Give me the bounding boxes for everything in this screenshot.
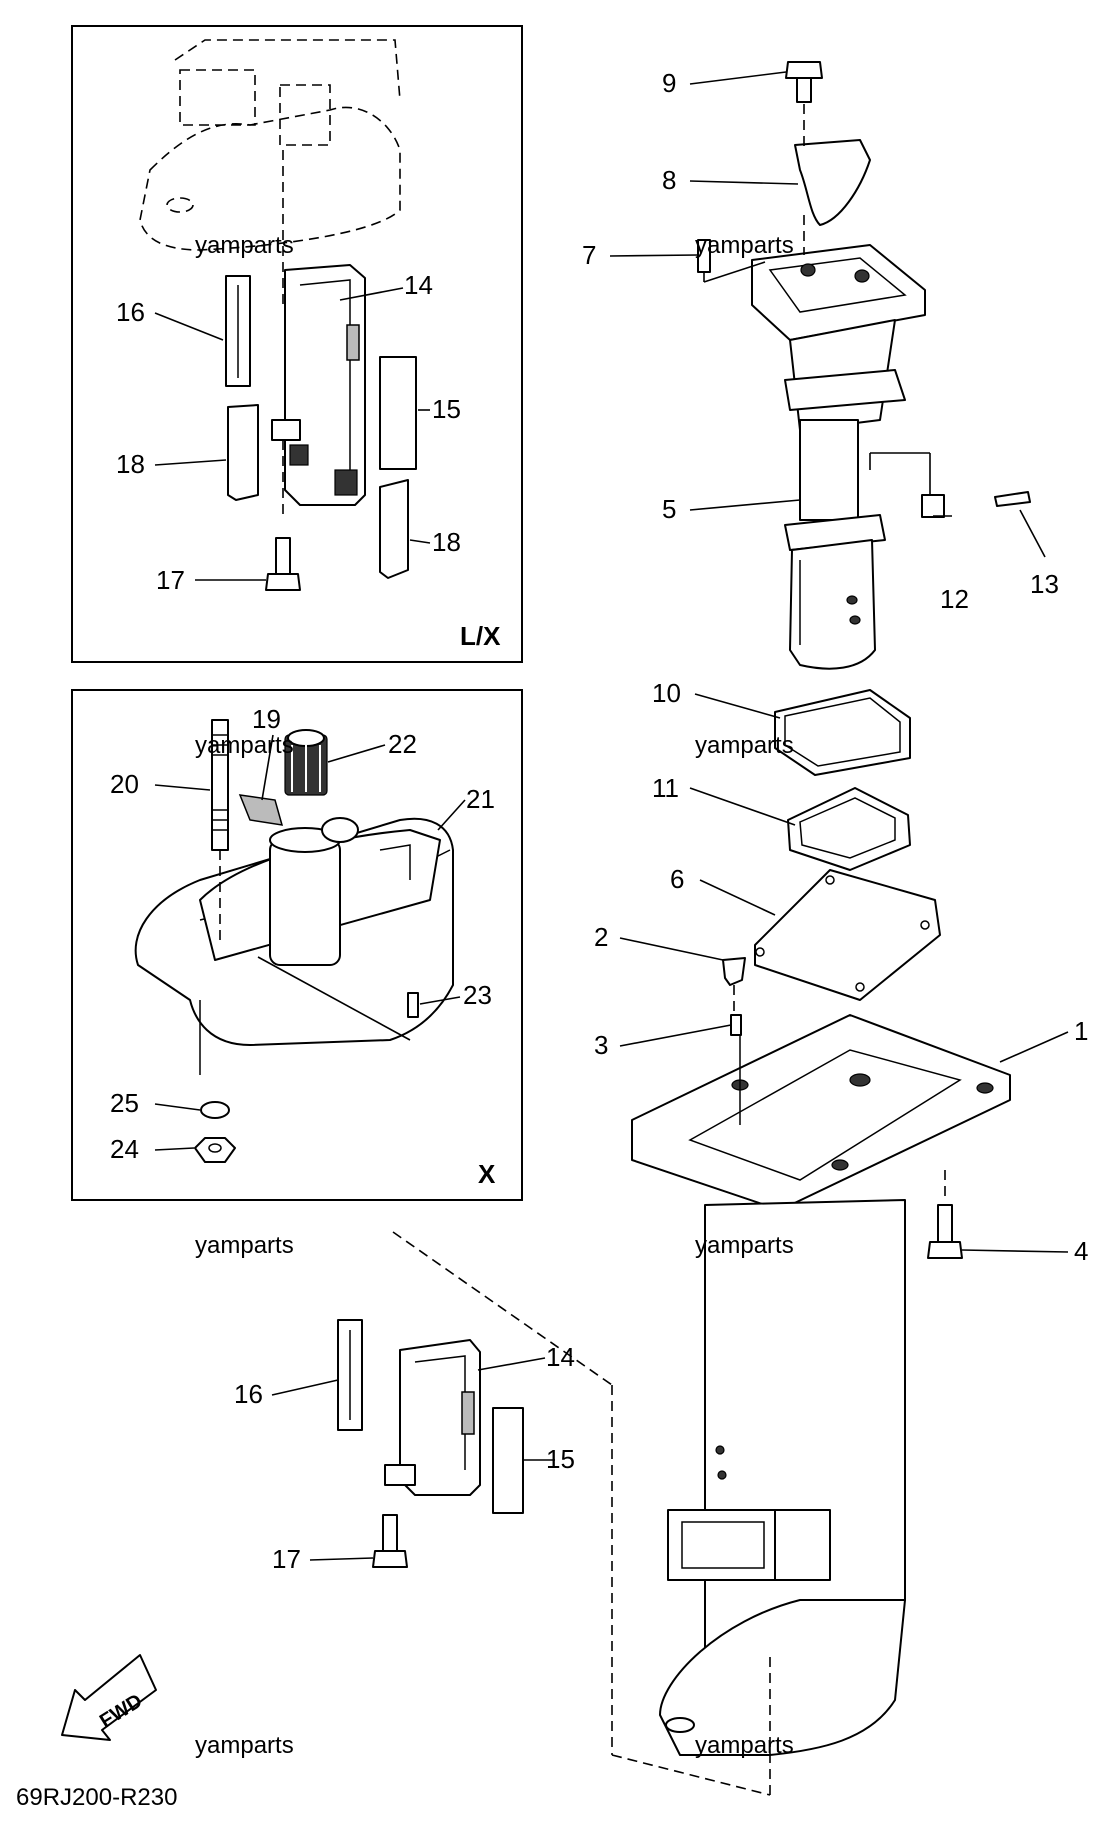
collar-12 <box>869 452 945 518</box>
callout-15: 15 <box>546 1444 575 1474</box>
callout-17: 17 <box>272 1544 301 1574</box>
woodruff-key-19 <box>238 794 284 826</box>
washer-25 <box>200 1101 230 1119</box>
callout-16-lx: 16 <box>116 297 145 327</box>
watermark: yamparts <box>695 1732 794 1759</box>
callout-11: 11 <box>652 773 679 803</box>
callout-21: 21 <box>466 784 495 814</box>
watermark: yamparts <box>195 732 294 759</box>
leader-lines <box>154 71 1069 1561</box>
callout-14-lx: 14 <box>404 270 433 300</box>
guide-8 <box>794 139 871 226</box>
callout-2: 2 <box>594 922 608 952</box>
anode-holder-14-lx <box>271 264 366 506</box>
callout-25: 25 <box>110 1088 139 1118</box>
callout-6: 6 <box>670 864 684 894</box>
callout-3: 3 <box>594 1030 608 1060</box>
anode-15 <box>492 1407 524 1514</box>
bolt-9 <box>785 61 823 255</box>
anode-holder-14 <box>384 1339 481 1496</box>
bolt-17-lx <box>265 440 301 591</box>
nut-24 <box>194 1137 236 1163</box>
watermark: yamparts <box>195 232 294 259</box>
lower-case-21 <box>134 817 454 1075</box>
fwd-arrow-icon: FWD <box>61 1654 157 1741</box>
callout-10: 10 <box>652 678 681 708</box>
anode-18a-lx <box>227 404 259 501</box>
callout-18-lx-a: 18 <box>116 449 145 479</box>
stud-20 <box>211 719 229 940</box>
anode-18b-lx <box>379 479 409 579</box>
callout-5: 5 <box>662 494 676 524</box>
inset-tag-x: X <box>478 1159 496 1189</box>
callout-13: 13 <box>1030 569 1059 599</box>
inset-frame-lx <box>71 25 523 663</box>
callout-1: 1 <box>1074 1016 1088 1046</box>
bolt-17 <box>372 1514 408 1568</box>
gasket-6 <box>754 869 941 1001</box>
callout-22: 22 <box>388 729 417 759</box>
watermark: yamparts <box>695 1232 794 1259</box>
inset-lx-housing-ghost <box>139 39 401 310</box>
impeller-22 <box>284 729 328 796</box>
anode-15-lx <box>379 356 417 470</box>
grommet-2 <box>722 957 746 986</box>
callout-17-lx: 17 <box>156 565 185 595</box>
callout-9: 9 <box>662 68 676 98</box>
bolt-4 <box>927 1170 963 1259</box>
upper-casing-5 <box>751 244 926 670</box>
drawing-code: 69RJ200-R230 <box>16 1784 177 1811</box>
callout-16: 16 <box>234 1379 263 1409</box>
watermark: yamparts <box>195 1732 294 1759</box>
watermark: yamparts <box>195 1232 294 1259</box>
callout-23: 23 <box>463 980 492 1010</box>
dowel-3 <box>730 1014 742 1036</box>
watermark: yamparts <box>695 732 794 759</box>
screw-7 <box>697 239 766 283</box>
callout-8: 8 <box>662 165 676 195</box>
exploded-view-line <box>392 1231 613 1386</box>
inset-tag-lx: L/X <box>460 621 501 651</box>
inset-frame-x <box>71 689 523 1201</box>
callout-24: 24 <box>110 1134 139 1164</box>
callout-4: 4 <box>1074 1236 1088 1266</box>
callout-7: 7 <box>582 240 596 270</box>
callout-15-lx: 15 <box>432 394 461 424</box>
callout-20: 20 <box>110 769 139 799</box>
pin-13 <box>994 491 1031 507</box>
dowel-23 <box>407 992 419 1018</box>
watermark: yamparts <box>695 232 794 259</box>
exhaust-housing-1 <box>631 1014 1011 1756</box>
callout-14: 14 <box>546 1342 575 1372</box>
callout-18-lx-b: 18 <box>432 527 461 557</box>
callout-19: 19 <box>252 704 281 734</box>
callout-12: 12 <box>940 584 969 614</box>
